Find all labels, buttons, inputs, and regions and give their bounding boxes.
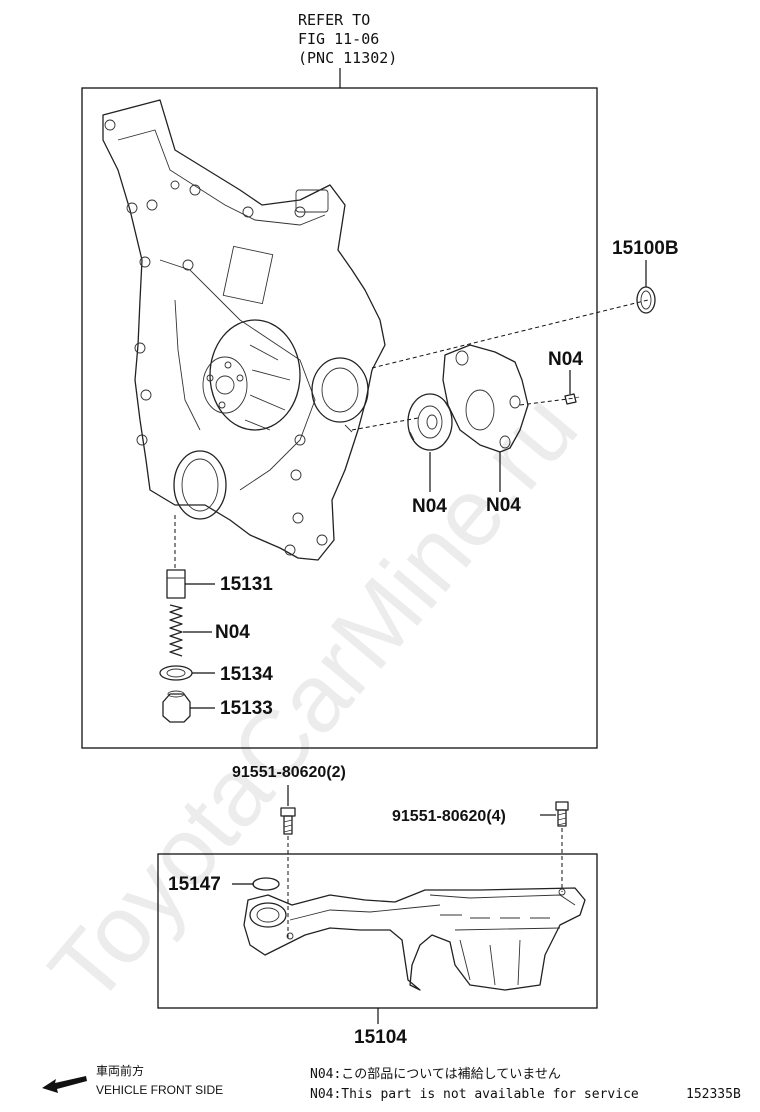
label-15104: 15104 xyxy=(354,1027,407,1048)
note-en: N04:This part is not available for servi… xyxy=(310,1087,639,1102)
alignment-line-oring xyxy=(371,299,649,369)
refer-line-1: REFER TO xyxy=(298,11,370,29)
label-n04-rotor: N04 xyxy=(412,496,447,517)
oil-pump-rotor xyxy=(407,393,453,451)
label-bolt-4: 91551-80620(4) xyxy=(392,808,506,825)
label-15147: 15147 xyxy=(168,874,221,895)
spring-n04 xyxy=(169,604,212,657)
label-15100b: 15100B xyxy=(612,238,679,259)
gasket-15147: 15147 xyxy=(168,874,280,895)
note-jp: N04:この部品については補給していません xyxy=(310,1067,561,1082)
oil-pump-body xyxy=(442,344,529,453)
arrow-left-icon xyxy=(42,1076,87,1093)
relief-valve-15131 xyxy=(166,569,215,599)
front-label-jp: 車両前方 xyxy=(96,1063,144,1078)
bolt-91551-2: 91551-80620(2) xyxy=(232,764,346,938)
small-bolt-n04 xyxy=(564,370,580,405)
label-15131: 15131 xyxy=(220,574,273,595)
label-bolt-2: 91551-80620(2) xyxy=(232,764,346,781)
refer-line-3: (PNC 11302) xyxy=(298,49,397,67)
watermark: ToyotaCarMine.ru xyxy=(29,374,598,1023)
figure-code: 152335B xyxy=(686,1087,741,1102)
alignment-line-bolt xyxy=(519,397,576,406)
label-15134: 15134 xyxy=(220,664,273,685)
label-15133: 15133 xyxy=(220,698,273,719)
label-n04-body: N04 xyxy=(486,495,521,516)
upper-assembly-frame xyxy=(81,87,598,749)
figure-reference: REFER TO FIG 11-06 (PNC 11302) xyxy=(298,11,397,88)
vehicle-front-indicator: 車両前方 VEHICLE FRONT SIDE xyxy=(42,1063,223,1097)
label-n04-spring: N04 xyxy=(215,622,250,643)
front-label-en: VEHICLE FRONT SIDE xyxy=(96,1083,223,1097)
refer-line-2: FIG 11-06 xyxy=(298,30,379,48)
bolt-91551-4: 91551-80620(4) xyxy=(392,801,569,892)
label-n04-bolt: N04 xyxy=(548,349,583,370)
oil-strainer-15104 xyxy=(243,887,586,991)
gasket-15134 xyxy=(159,665,215,681)
timing-chain-cover xyxy=(102,99,386,561)
plug-15133 xyxy=(162,690,215,723)
